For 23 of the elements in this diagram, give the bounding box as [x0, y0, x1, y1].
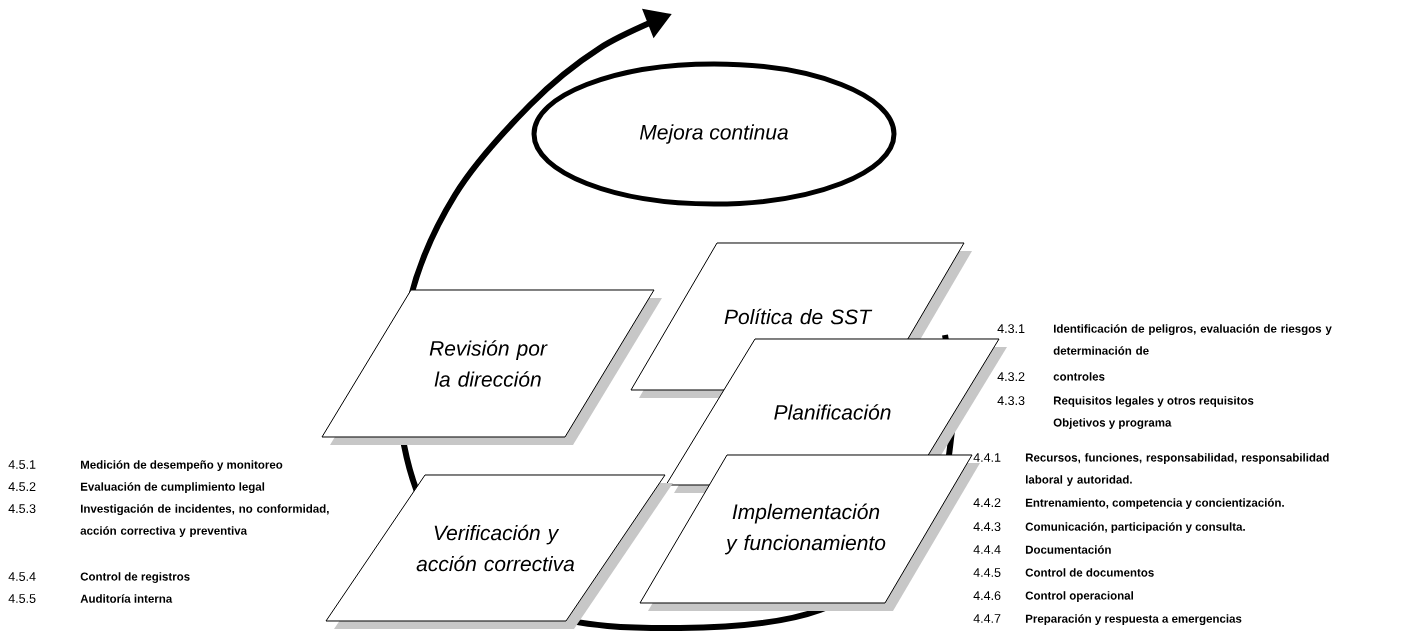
requirement-text: Medición de desempeño y monitoreo: [81, 460, 283, 471]
section-number: 4.5.1: [8, 460, 36, 469]
section-number: 4.5.5: [8, 594, 36, 603]
requirement-text: Control de registros: [80, 572, 190, 583]
requirement-text: Auditoría interna: [80, 594, 173, 603]
requirement-text: Objetivos y programa: [1053, 418, 1172, 429]
section-number: 4.4.7: [973, 614, 1001, 623]
section-number: 4.5.4: [8, 572, 36, 581]
requirement-text: Documentación: [1025, 545, 1111, 554]
requirement-text: Evaluación de cumplimiento legal: [81, 482, 265, 494]
section-number: 4.3.1: [997, 324, 1025, 334]
requirement-text: Comunicación, participación y consulta.: [1025, 522, 1245, 533]
parallelogram-box: Revisión por la dirección: [321, 289, 662, 445]
section-number: 4.5.3: [8, 504, 36, 514]
requirement-text: Control operacional: [1025, 591, 1133, 602]
requirement-text: Recursos, funciones, responsabilidad, responsabilidad laboral y autoridad.: [1025, 453, 1329, 486]
requirement-text: controles: [1053, 372, 1105, 381]
requirement-text: Control de documentos: [1025, 568, 1154, 577]
ellipse-node: Mejora continua: [531, 61, 897, 207]
requirement-text: Requisitos legales y otros requisitos: [1053, 396, 1254, 407]
requirement-text: Preparación y respuesta a emergencias: [1025, 614, 1242, 626]
section-number: 4.5.2: [8, 482, 36, 492]
requirement-text: Entrenamiento, competencia y concientización.: [1025, 498, 1284, 509]
